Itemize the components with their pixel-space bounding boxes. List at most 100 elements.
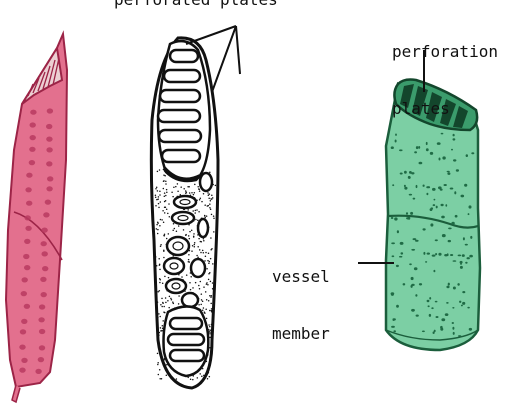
stipple-dot xyxy=(209,171,211,173)
green-pit xyxy=(425,261,427,263)
pink-pit xyxy=(41,241,47,246)
green-pit xyxy=(448,283,450,286)
green-pit xyxy=(468,213,470,215)
stipple-dot xyxy=(173,223,175,225)
stipple-dot xyxy=(208,253,210,255)
stipple-dot xyxy=(188,235,190,237)
stipple-dot xyxy=(212,288,214,290)
stipple-dot xyxy=(159,369,161,371)
stipple-dot xyxy=(198,304,200,306)
stipple-dot xyxy=(197,377,199,379)
stipple-dot xyxy=(205,255,207,257)
green-pit xyxy=(419,283,422,285)
stipple-dot xyxy=(204,312,206,314)
stipple-dot xyxy=(155,188,157,190)
stipple-dot xyxy=(181,276,183,278)
stipple-dot xyxy=(204,260,206,262)
pink-pit xyxy=(43,212,49,217)
green-pit xyxy=(408,176,411,179)
stipple-dot xyxy=(199,199,201,201)
green-pit xyxy=(452,327,454,330)
stipple-dot xyxy=(159,282,161,284)
green-pit xyxy=(400,242,404,245)
stipple-dot xyxy=(191,192,193,194)
stipple-dot xyxy=(163,250,165,252)
stipple-dot xyxy=(155,205,157,207)
stipple-dot xyxy=(172,230,174,232)
pink-bottom-tail xyxy=(12,385,20,402)
stipple-dot xyxy=(178,303,180,305)
stipple-dot xyxy=(210,303,212,305)
green-pit xyxy=(453,260,457,262)
pink-pit xyxy=(29,147,35,152)
stipple-dot xyxy=(204,204,206,206)
stipple-dot xyxy=(209,261,211,263)
stipple-dot xyxy=(206,268,208,270)
green-pit xyxy=(403,283,406,285)
green-pit xyxy=(442,234,446,237)
pink-pit xyxy=(24,304,30,309)
stipple-dot xyxy=(162,210,164,212)
stipple-dot xyxy=(209,203,211,205)
stipple-dot xyxy=(209,333,211,335)
green-pit xyxy=(440,189,443,191)
stipple-dot xyxy=(186,274,188,276)
pink-pit xyxy=(19,345,25,350)
stipple-dot xyxy=(211,214,213,216)
stipple-dot xyxy=(178,225,180,227)
stipple-dot xyxy=(193,194,195,196)
stipple-dot xyxy=(209,193,211,195)
stipple-dot xyxy=(160,327,162,329)
stipple-dot xyxy=(158,207,160,209)
stipple-dot xyxy=(208,279,210,281)
green-pit xyxy=(422,331,425,333)
green-pit xyxy=(435,301,438,303)
stipple-dot xyxy=(176,231,178,233)
green-pit xyxy=(434,199,436,201)
stipple-dot xyxy=(176,378,178,380)
stipple-dot xyxy=(164,207,166,209)
pink-pit xyxy=(20,329,26,334)
green-pit xyxy=(452,322,454,324)
pink-pit xyxy=(35,369,41,374)
stipple-dot xyxy=(167,300,169,302)
green-pit xyxy=(447,172,450,175)
green-pit xyxy=(430,223,433,226)
stipple-dot xyxy=(203,307,205,309)
green-pit xyxy=(462,302,465,305)
stipple-dot xyxy=(164,276,166,278)
stipple-dot xyxy=(200,252,202,254)
green-pit xyxy=(401,252,404,254)
stipple-dot xyxy=(195,219,197,221)
green-pit xyxy=(426,193,428,195)
stipple-dot xyxy=(166,375,168,377)
stipple-dot xyxy=(208,324,210,326)
stipple-dot xyxy=(156,224,158,226)
pink-pit xyxy=(19,368,25,373)
stipple-dot xyxy=(208,372,210,374)
green-pit xyxy=(465,262,467,264)
stipple-dot xyxy=(210,258,212,260)
bw-lower-plate-bars xyxy=(168,318,204,361)
pink-pit xyxy=(24,265,30,270)
stipple-dot xyxy=(159,169,161,171)
stipple-dot xyxy=(208,300,210,302)
pink-pit xyxy=(30,122,36,127)
stipple-dot xyxy=(199,188,201,190)
stipple-dot xyxy=(165,302,167,304)
stipple-dot xyxy=(208,273,210,275)
stipple-dot xyxy=(180,186,182,188)
stipple-dot xyxy=(167,213,169,215)
stipple-dot xyxy=(161,306,163,308)
stipple-dot xyxy=(190,276,192,278)
stipple-dot xyxy=(164,235,166,237)
stipple-dot xyxy=(203,252,205,254)
pink-pit xyxy=(38,317,44,322)
green-pit xyxy=(461,195,465,198)
stipple-dot xyxy=(189,238,191,240)
stipple-dot xyxy=(203,378,205,380)
top-label-partial: perforated plates xyxy=(114,0,278,9)
stipple-dot xyxy=(202,310,204,312)
pink-pit xyxy=(41,292,47,297)
